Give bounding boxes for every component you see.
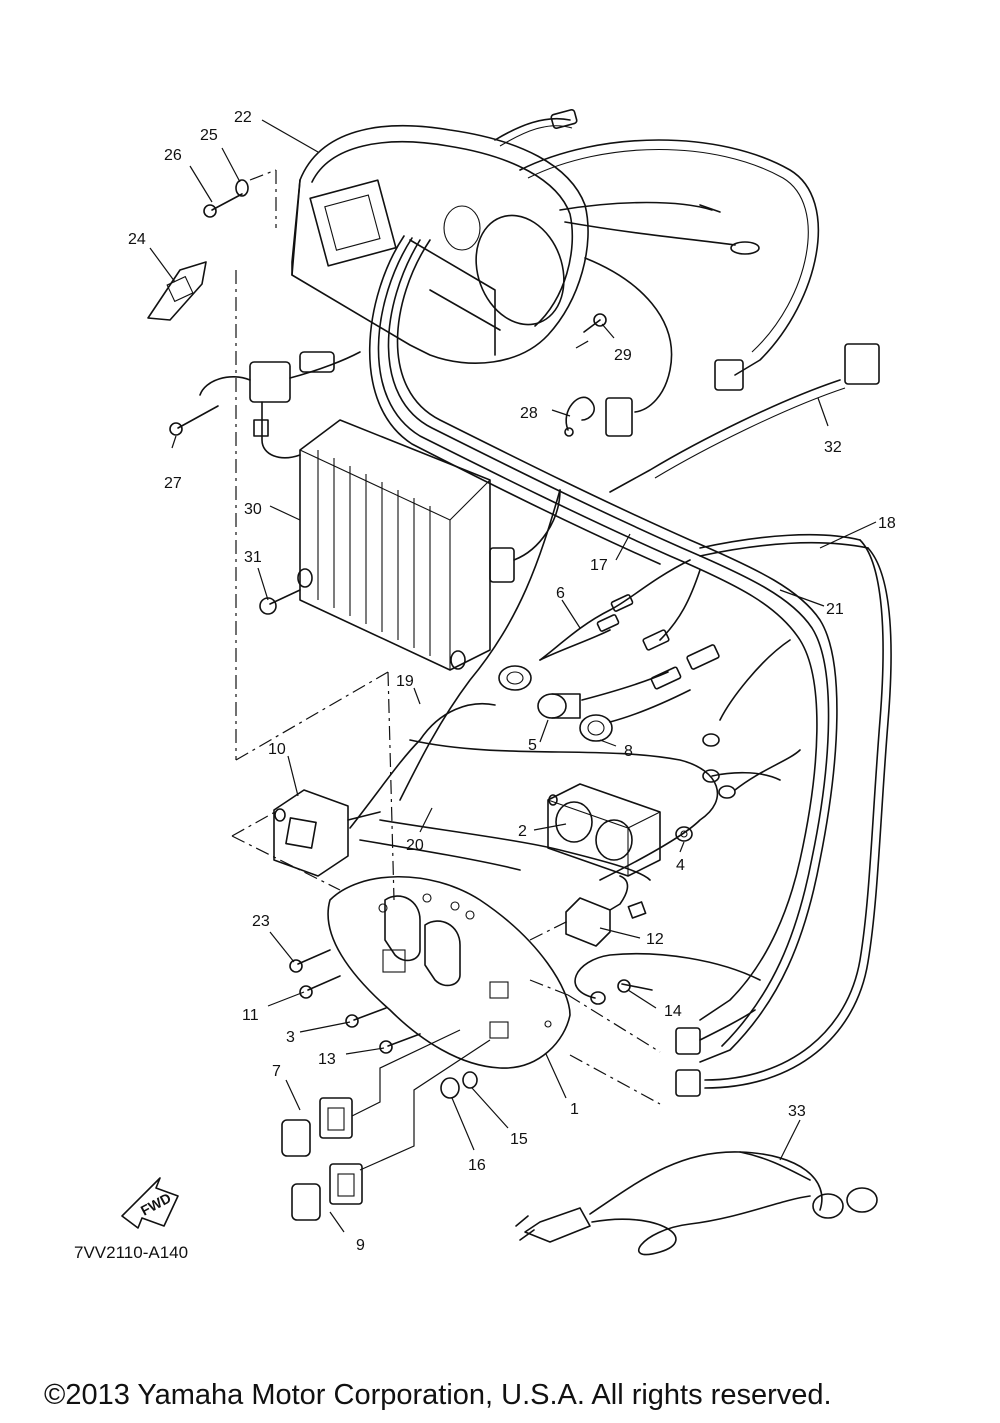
callout-33: 33 — [788, 1103, 806, 1120]
screw-13 — [379, 1033, 421, 1054]
callout-26: 26 — [164, 147, 182, 164]
assembly-guide-lines — [231, 169, 661, 1105]
front-panel-1 — [327, 875, 571, 1069]
nut-15 — [462, 1071, 478, 1089]
callout-9: 9 — [356, 1237, 365, 1254]
callout-17: 17 — [590, 557, 608, 574]
lead-wire-19 — [399, 489, 719, 881]
callout-15: 15 — [510, 1131, 528, 1148]
switch-9 — [291, 1163, 363, 1221]
rectifier-heatsink-30 — [297, 419, 561, 671]
callout-18: 18 — [878, 515, 896, 532]
nut-16 — [440, 1077, 460, 1099]
callout-25: 25 — [200, 127, 218, 144]
callout-23: 23 — [252, 913, 270, 930]
switch-leader-lines — [351, 1029, 491, 1171]
receptacle-2 — [547, 783, 661, 877]
screw-11 — [299, 975, 341, 999]
callout-21: 21 — [826, 601, 844, 618]
washer-25 — [235, 179, 249, 197]
callout-24: 24 — [128, 231, 146, 248]
bolt-29 — [583, 313, 607, 333]
grommet-assembly — [199, 351, 361, 459]
screw-14 — [574, 952, 761, 1005]
fwd-arrow-icon: FWD — [121, 1177, 179, 1229]
callout-10: 10 — [268, 741, 286, 758]
callout-5: 5 — [528, 737, 537, 754]
callout-8: 8 — [624, 743, 633, 760]
callout-28: 28 — [520, 405, 538, 422]
bracket-12 — [565, 875, 647, 947]
extension-cord-33 — [515, 1151, 878, 1256]
callout-30: 30 — [244, 501, 262, 518]
callout-6: 6 — [556, 585, 565, 602]
diagram-code: 7VV2110-A140 — [74, 1243, 188, 1262]
branch-wires — [539, 559, 801, 799]
callout-leaders — [149, 119, 877, 1233]
circuit-breaker-10 — [273, 703, 496, 877]
callout-29: 29 — [614, 347, 632, 364]
connector-8 — [579, 714, 613, 742]
main-harness-17 — [368, 235, 892, 1089]
callout-numbers: 22 25 26 24 27 29 28 32 30 31 6 17 18 21… — [128, 109, 896, 1254]
screw-26 — [203, 193, 243, 218]
callout-14: 14 — [664, 1003, 682, 1020]
callout-20: 20 — [406, 837, 424, 854]
callout-31: 31 — [244, 549, 262, 566]
screw-3 — [345, 1007, 387, 1028]
callout-1: 1 — [570, 1101, 579, 1118]
callout-22: 22 — [234, 109, 252, 126]
connector-24 — [147, 261, 207, 321]
harness-top — [494, 109, 880, 493]
callout-19: 19 — [396, 673, 414, 690]
screw-27 — [169, 405, 219, 436]
callout-2: 2 — [518, 823, 527, 840]
callout-13: 13 — [318, 1051, 336, 1068]
screw-23 — [289, 949, 331, 973]
callout-16: 16 — [468, 1157, 486, 1174]
callout-7: 7 — [272, 1063, 281, 1080]
callout-11: 11 — [242, 1007, 259, 1024]
callout-4: 4 — [676, 857, 685, 874]
callout-3: 3 — [286, 1029, 295, 1046]
lead-wire-20 — [359, 819, 651, 881]
switch-7 — [281, 1097, 353, 1157]
harness-connectors — [675, 1009, 756, 1097]
callout-27: 27 — [164, 475, 182, 492]
callout-12: 12 — [646, 931, 664, 948]
copyright-notice: ©2013 Yamaha Motor Corporation, U.S.A. A… — [44, 1379, 832, 1411]
control-box-housing — [291, 124, 589, 364]
nut-4 — [675, 826, 693, 842]
connector-6 — [498, 665, 532, 691]
pilot-lamp-5 — [537, 693, 581, 719]
wire-clip-28 — [564, 396, 595, 437]
callout-32: 32 — [824, 439, 842, 456]
